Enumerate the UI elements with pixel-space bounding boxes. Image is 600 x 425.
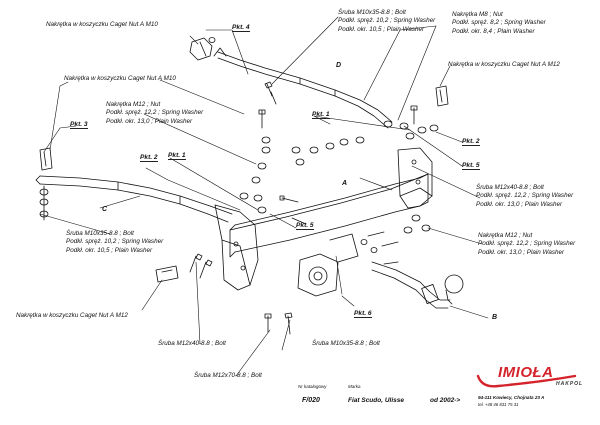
bolts	[189, 81, 418, 335]
pkt-3: Pkt. 3	[70, 121, 88, 129]
label-bolt-m12x40: Śruba M12x40-8.8 ; Bolt	[158, 340, 226, 347]
pkt-2-left: Pkt. 2	[140, 154, 158, 162]
address-line-1: 94-111 Kowiecy, Chojnata 23 A	[478, 395, 545, 400]
pkt-2-right: Pkt. 2	[462, 138, 480, 146]
pkt-1-left: Pkt. 1	[168, 152, 186, 160]
part-c-side-bar	[35, 175, 233, 223]
label-nut-m12-right: Nakrętka M12 ; Nut Podkł. spręż. 12,2 ; …	[478, 232, 576, 256]
label-cage-nut-m10-top: Nakrętka w koszyczku Caget Nut A M10	[46, 21, 158, 28]
pkt-1-top: Pkt. 1	[312, 111, 330, 119]
socket-plate	[297, 233, 359, 297]
pkt-5-center: Pkt. 5	[296, 222, 314, 230]
part-a-crossbar	[214, 147, 433, 291]
label-bolt-m10-left: Śruba M10x35-8.8 ; Bolt Podkł. spręż. 10…	[66, 230, 164, 254]
cage-nut-bottom	[155, 265, 179, 283]
part-label-b: B	[492, 314, 498, 321]
label-cage-nut-m10-left: Nakrętka w koszyczku Caget Nut A M10	[64, 75, 176, 82]
washers-and-nuts	[39, 37, 439, 253]
logo-subtitle: HAKPOL	[556, 381, 584, 387]
pkt-6: Pkt. 6	[354, 310, 372, 318]
cage-nut-left	[39, 147, 53, 171]
vehicle-model: Fiat Scudo, Ulisse	[348, 397, 404, 404]
address-line-2: tel. +48 46 831 75 31	[478, 402, 519, 407]
part-label-c: C	[102, 206, 108, 213]
label-nut-m8: Nakrętka M8 ; Nut Podkł. spręż. 8,2 ; Sp…	[452, 11, 546, 35]
catalog-header: Nr katalogowy	[298, 384, 327, 389]
part-label-d: D	[336, 62, 342, 69]
part-b-tow-ball	[371, 261, 464, 309]
label-cage-nut-m12-bottom: Nakrętka w koszyczku Caget Nut A M12	[16, 312, 128, 319]
vehicle-year: od 2002->	[430, 397, 461, 404]
logo-swoosh	[476, 374, 577, 388]
imiola-logo: IMIOŁA	[498, 364, 554, 381]
label-bolt-m12x70: Śruba M12x70-8.8 ; Bolt	[194, 372, 262, 379]
cage-nut-top	[189, 37, 213, 61]
label-bolt-m10x35-bottom: Śruba M10x35-8.8 ; Bolt	[312, 340, 380, 347]
label-nut-m12-left: Nakrętka M12 ; Nut Podkł. spręż. 12,2 ; …	[106, 101, 204, 125]
label-bolt-m10-top: Śruba M10x35-8.8 ; Bolt Podkł. spręż. 10…	[338, 9, 436, 33]
brand-header: Marka	[348, 384, 361, 389]
catalog-number: F/020	[302, 397, 320, 404]
pkt-4: Pkt. 4	[232, 24, 250, 32]
label-cage-nut-m12-right: Nakrętka w koszyczku Caget Nut A M12	[448, 61, 560, 68]
part-label-a: A	[342, 180, 348, 187]
part-d-side-bar	[213, 47, 393, 129]
pkt-5-right: Pkt. 5	[462, 162, 480, 170]
leader-lines	[39, 16, 489, 377]
cage-nut-right	[435, 85, 449, 107]
label-bolt-m12-right: Śruba M12x40-8.8 ; Bolt Podkł. spręż. 12…	[476, 184, 574, 208]
